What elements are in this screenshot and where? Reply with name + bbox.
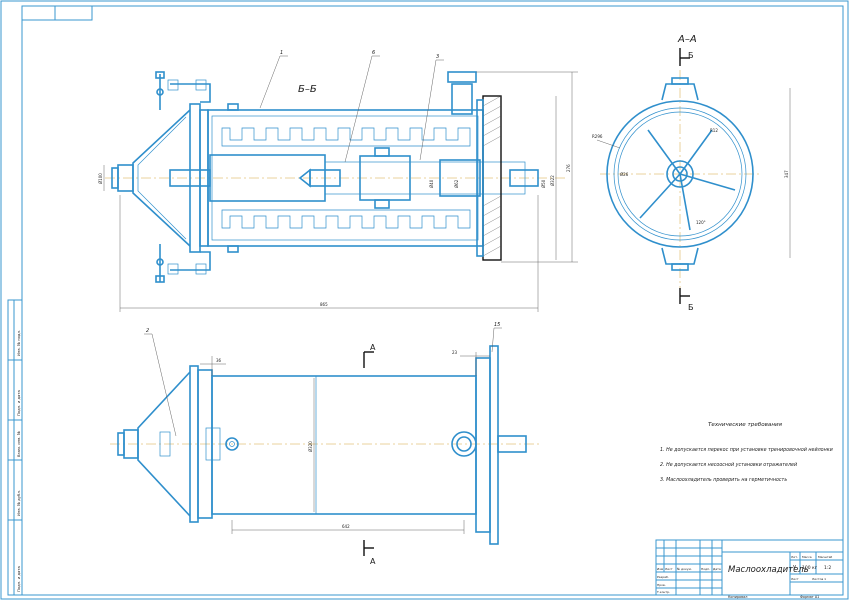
tb-row-5: Дата bbox=[713, 567, 721, 571]
cut-b-top: Б bbox=[688, 51, 694, 60]
side-stamp-2: Подп. и дата bbox=[16, 390, 21, 416]
section-aa-view: А–А Б Б R296 Ø26 R12 120° 347 bbox=[592, 34, 791, 312]
dim-overall-length: 865 bbox=[320, 302, 328, 307]
exterior-view: А А 2 15 36 23 Ø320 642 bbox=[110, 322, 540, 566]
side-stamp: Инв. № подл. Подп. и дата Взам. инв. № И… bbox=[7, 299, 23, 596]
tb-lit-value: У bbox=[793, 565, 796, 571]
technical-requirements: Технические требования 1. Не допускается… bbox=[660, 422, 833, 483]
callout-6: 6 bbox=[372, 50, 375, 56]
dim-bottom-length: 642 bbox=[342, 524, 350, 529]
format-label: Формат А1 bbox=[800, 595, 819, 599]
dim-section-d2: R12 bbox=[710, 128, 718, 133]
section-bb-title: Б–Б bbox=[298, 84, 317, 95]
dim-bottom-gap: 23 bbox=[452, 350, 458, 355]
side-stamp-4: Инв. № дубл. bbox=[16, 490, 21, 516]
side-stamp-1: Инв. № подл. bbox=[16, 330, 21, 356]
tb-role-3: Т.контр. bbox=[656, 590, 670, 594]
dim-height-b: Ø322 bbox=[550, 175, 555, 186]
callout-1: 1 bbox=[280, 50, 283, 56]
dim-shaft: Ø40 bbox=[429, 179, 434, 188]
tech-req-item-1: 1. Не допускается перекос при установке … bbox=[660, 447, 833, 453]
dim-bore: Ø62 bbox=[454, 179, 459, 188]
cut-b-bottom: Б bbox=[688, 303, 694, 312]
cut-a-top: А bbox=[370, 343, 376, 352]
tb-role-2: Пров. bbox=[657, 583, 666, 587]
tb-role-1: Разраб. bbox=[657, 575, 669, 579]
dim-section-d3: 120° bbox=[696, 220, 706, 225]
tb-mass-value: 100 кг bbox=[802, 565, 818, 571]
dim-left-nozzle: Ø100 bbox=[98, 173, 103, 184]
side-stamp-5: Подп. и дата bbox=[16, 566, 21, 592]
tb-row-1: Изм bbox=[657, 567, 663, 571]
tb-sheets: Листов 1 bbox=[812, 577, 826, 581]
tb-row-2: Лист bbox=[665, 567, 673, 571]
drawing-name: Маслоохладитель bbox=[728, 565, 809, 575]
dim-flange: Ø50 bbox=[541, 179, 546, 188]
dim-bottom-dia: Ø320 bbox=[308, 441, 313, 452]
tech-req-item-3: 3. Маслоохладитель проверить на герметич… bbox=[660, 477, 787, 483]
tech-req-item-2: 2. Не допускается несоосной установки от… bbox=[660, 462, 797, 468]
tb-col-scale: Масштаб bbox=[818, 555, 832, 559]
cut-a-bottom: А bbox=[370, 557, 376, 566]
section-bb-view: Б–Б bbox=[98, 50, 578, 312]
side-stamp-3: Взам. инв. № bbox=[16, 431, 21, 457]
dim-bottom-offset: 36 bbox=[216, 358, 222, 363]
dim-section-d1: Ø26 bbox=[620, 172, 629, 177]
callout-3: 3 bbox=[436, 54, 439, 60]
section-aa-title: А–А bbox=[677, 34, 697, 45]
tb-sheet: Лист bbox=[791, 577, 799, 581]
dim-section-r: R296 bbox=[592, 134, 603, 139]
tb-col-mass: Масса bbox=[802, 555, 812, 559]
tb-col-lit: Лит. bbox=[791, 555, 798, 559]
callout-15: 15 bbox=[494, 322, 500, 328]
title-block: Изм Лист № докум. Подп. Дата Разраб. Про… bbox=[655, 539, 844, 596]
tb-row-3: № докум. bbox=[677, 567, 692, 571]
copied-label: Копировал bbox=[728, 595, 747, 599]
tb-row-4: Подп. bbox=[701, 567, 710, 571]
callout-2: 2 bbox=[146, 328, 149, 334]
tech-req-heading: Технические требования bbox=[708, 422, 783, 428]
dim-section-h: 347 bbox=[784, 170, 789, 178]
tb-scale-value: 1:2 bbox=[824, 565, 831, 571]
dim-height-a: 276 bbox=[566, 164, 571, 172]
